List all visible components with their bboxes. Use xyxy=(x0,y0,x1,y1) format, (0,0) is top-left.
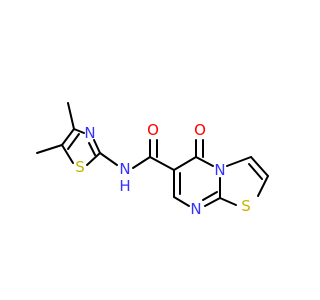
bond-c5-s xyxy=(61,144,74,164)
bond-c2-nh xyxy=(99,152,118,166)
bond-s1-c8a xyxy=(219,197,237,206)
bond-methyl-left xyxy=(36,144,63,154)
bond-n4-c3 xyxy=(226,156,252,167)
atom-sulfur-thiazole: S xyxy=(75,158,85,176)
bond-c3-c2-double xyxy=(248,163,263,180)
bond-c8a-n8-double xyxy=(202,191,218,201)
atom-nitrogen-thiazole: N xyxy=(84,124,95,142)
bond-c2-n xyxy=(93,139,101,154)
bond-c4-c5-double xyxy=(67,133,80,150)
atom-nitrogen-amide: N xyxy=(119,160,130,178)
bond-c3-c2 xyxy=(250,156,269,177)
bond-nh-carbonyl xyxy=(132,156,151,169)
bond-n8-c7 xyxy=(173,196,190,207)
bond-methyl-top xyxy=(67,102,75,130)
atom-oxygen-ring: O xyxy=(194,121,206,139)
atom-nitrogen-bridge: N xyxy=(214,161,225,179)
bond-c2-n-double xyxy=(88,142,96,156)
atom-label-layer: S N N H O O N N S xyxy=(75,121,251,218)
atom-oxygen-amide: O xyxy=(147,121,159,139)
bond-c5-n4 xyxy=(195,156,214,167)
molecule-structure: S N N H O O N N S xyxy=(36,102,269,218)
atom-hydrogen-amide: H xyxy=(119,177,130,195)
bond-c4-c5 xyxy=(61,128,75,146)
bond-c8a-n8 xyxy=(204,197,221,207)
bond-c6-c5 xyxy=(173,156,197,171)
bond-c2-s1 xyxy=(257,175,269,197)
atom-nitrogen-pyrimidine: N xyxy=(190,200,201,218)
molecule-canvas: S N N H O O N N S xyxy=(36,102,269,218)
bond-layer xyxy=(36,102,269,207)
bond-carbonyl-c6 xyxy=(149,156,175,171)
bond-n-c4 xyxy=(73,128,85,134)
atom-sulfur-fused: S xyxy=(241,197,251,215)
bond-s-c2 xyxy=(86,152,101,166)
